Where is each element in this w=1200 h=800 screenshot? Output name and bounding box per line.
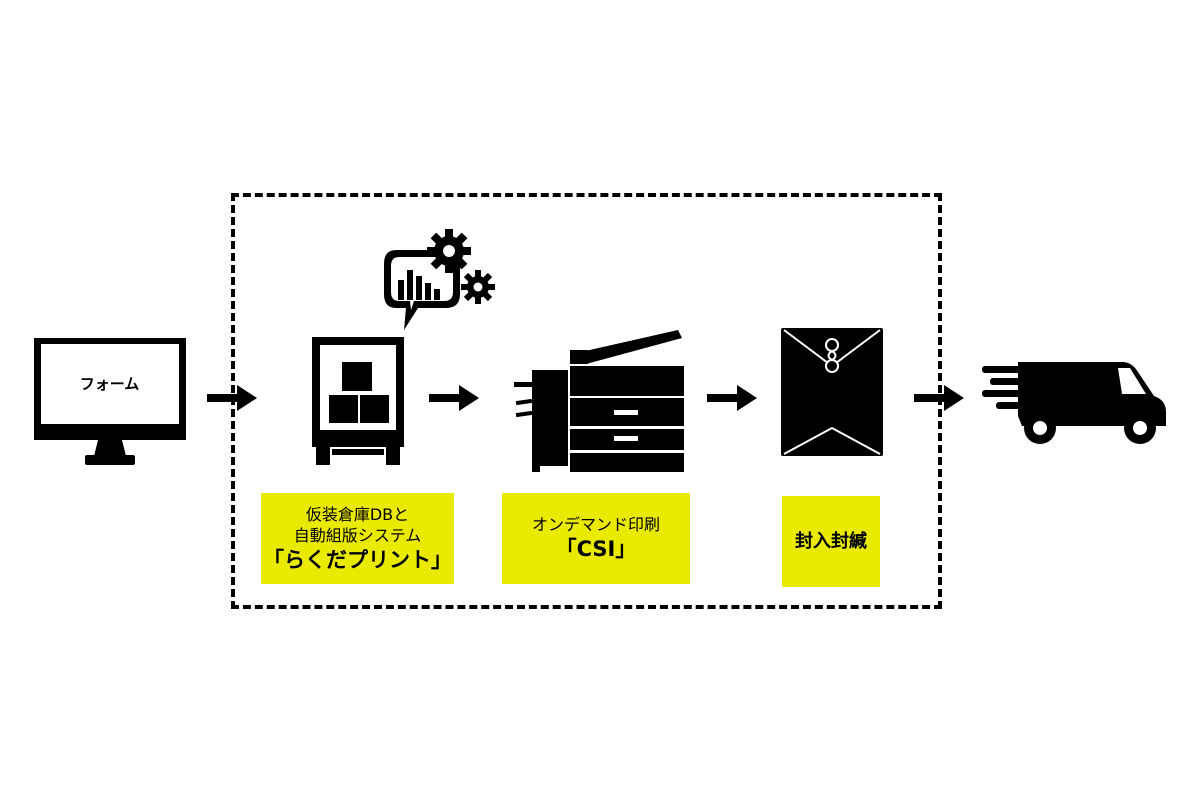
label-line: 仮装倉庫DBと	[305, 504, 410, 524]
arrow-right-icon	[914, 382, 964, 414]
system-name: 「CSI」	[555, 537, 637, 561]
arrow-right-icon	[207, 382, 257, 414]
envelope-icon	[781, 328, 883, 458]
label-csi: オンデマンド印刷 「CSI」	[502, 493, 690, 584]
analytics-gears-icon	[384, 226, 498, 336]
form-label: フォーム	[79, 374, 140, 393]
label-line: オンデマンド印刷	[531, 515, 660, 534]
monitor-icon	[32, 336, 188, 468]
step-name: 封入封緘	[795, 530, 867, 552]
label-line: 自動組版システム	[293, 525, 422, 545]
arrow-right-icon	[707, 382, 757, 414]
delivery-van-icon	[982, 356, 1170, 446]
server-rack-icon	[312, 337, 404, 467]
label-rakuda-print: 仮装倉庫DBと 自動組版システム 「らくだプリント」	[261, 493, 454, 584]
system-name: 「らくだプリント」	[263, 547, 452, 572]
arrow-right-icon	[429, 382, 479, 414]
label-enclose-seal: 封入封緘	[782, 496, 880, 587]
printer-icon	[514, 328, 686, 472]
